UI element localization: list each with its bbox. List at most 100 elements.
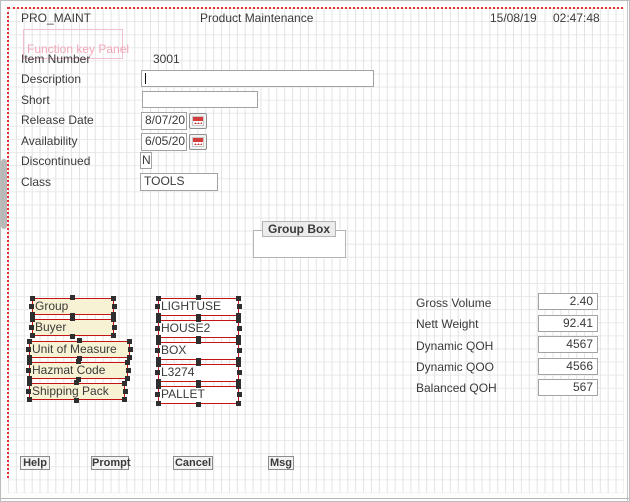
selection-handle[interactable] (75, 359, 81, 364)
description-input[interactable] (141, 70, 374, 87)
selection-handle[interactable] (156, 379, 161, 384)
selection-handle[interactable] (30, 333, 35, 338)
selection-handle[interactable] (236, 401, 241, 406)
selection-handle[interactable] (236, 313, 241, 318)
selection-handle[interactable] (195, 317, 201, 322)
selection-handle[interactable] (27, 376, 32, 381)
selection-handle[interactable] (76, 356, 82, 361)
selection-handle[interactable] (74, 380, 79, 385)
selection-handle[interactable] (30, 317, 35, 322)
selection-handle[interactable] (195, 380, 201, 385)
selection-handle[interactable] (237, 392, 242, 397)
selection-handle[interactable] (195, 339, 201, 344)
selection-handle[interactable] (237, 326, 242, 331)
selection-handle[interactable] (127, 355, 132, 360)
selection-handle[interactable] (195, 383, 201, 388)
selection-handle[interactable] (155, 392, 160, 397)
selection-handle[interactable] (70, 313, 75, 318)
selection-handle[interactable] (236, 335, 241, 340)
function-key-panel[interactable] (23, 29, 123, 59)
help-button[interactable]: Help (20, 456, 50, 470)
selection-handle[interactable] (236, 384, 241, 389)
selection-handle[interactable] (236, 362, 241, 367)
selection-handle[interactable] (70, 295, 75, 300)
selection-handle[interactable] (70, 316, 75, 321)
selected-field-house2[interactable]: HOUSE2 (155, 317, 242, 341)
selection-handle[interactable] (70, 334, 75, 339)
selection-handle[interactable] (236, 357, 241, 362)
availability-calendar-button[interactable] (189, 134, 207, 150)
selection-handle[interactable] (125, 360, 130, 365)
selection-handle[interactable] (156, 357, 161, 362)
selection-handle[interactable] (27, 339, 32, 344)
release-date-input[interactable]: 8/07/20 (141, 112, 187, 130)
release-date-calendar-button[interactable] (189, 113, 207, 129)
selection-handle[interactable] (30, 296, 35, 301)
short-input[interactable] (142, 91, 258, 108)
selection-handle[interactable] (27, 397, 32, 402)
selection-handle[interactable] (27, 360, 32, 365)
selection-handle[interactable] (195, 336, 201, 341)
selection-handle[interactable] (195, 295, 201, 300)
selection-handle[interactable] (111, 312, 116, 317)
selection-handle[interactable] (26, 388, 31, 394)
selection-handle[interactable] (156, 362, 161, 367)
selection-handle[interactable] (156, 401, 161, 406)
selection-handle[interactable] (156, 335, 161, 340)
selection-handle[interactable] (155, 370, 160, 375)
left-scrollbar-thumb[interactable] (1, 159, 7, 229)
balanced-qoh-input[interactable]: 567 (538, 379, 598, 396)
selected-label-shipping-pack[interactable]: Shipping Pack (26, 380, 128, 403)
selection-handle[interactable] (195, 402, 201, 407)
selection-handle[interactable] (123, 388, 128, 394)
availability-input[interactable]: 6/05/20 (141, 133, 187, 151)
selected-field-lightuse[interactable]: LIGHTUSE (155, 295, 242, 319)
selection-handle[interactable] (128, 346, 133, 352)
discontinued-input[interactable]: N (140, 152, 152, 169)
selection-handle[interactable] (122, 397, 127, 402)
dynamic-qoo-input[interactable]: 4566 (538, 358, 598, 375)
selected-field-box[interactable]: BOX (155, 339, 242, 363)
selection-handle[interactable] (156, 318, 161, 323)
prompt-button[interactable]: Prompt (91, 456, 131, 470)
selection-handle[interactable] (195, 361, 201, 366)
nett-weight-input[interactable]: 92.41 (538, 315, 598, 332)
selection-handle[interactable] (30, 312, 35, 317)
selection-handle[interactable] (26, 367, 31, 373)
selection-handle[interactable] (237, 304, 242, 309)
selection-handle[interactable] (156, 296, 161, 301)
selection-handle[interactable] (236, 379, 241, 384)
selection-handle[interactable] (29, 303, 34, 309)
selection-handle[interactable] (122, 381, 127, 386)
selection-handle[interactable] (29, 324, 34, 330)
selection-handle[interactable] (111, 317, 116, 322)
selection-handle[interactable] (155, 326, 160, 331)
selection-handle[interactable] (126, 367, 131, 373)
selection-handle[interactable] (156, 340, 161, 345)
selection-handle[interactable] (236, 318, 241, 323)
selection-handle[interactable] (75, 377, 81, 382)
class-input[interactable]: TOOLS (140, 173, 218, 191)
selection-handle[interactable] (111, 333, 116, 338)
selection-handle[interactable] (236, 296, 241, 301)
selected-label-unit-of-measure[interactable]: Unit of Measure (26, 338, 133, 361)
selected-label-group[interactable]: Group (29, 295, 117, 318)
selection-handle[interactable] (155, 304, 160, 309)
selection-handle[interactable] (76, 338, 82, 343)
selection-handle[interactable] (27, 381, 32, 386)
selection-handle[interactable] (195, 314, 201, 319)
selected-field-pallet[interactable]: PALLET (155, 383, 242, 407)
selection-handle[interactable] (125, 376, 130, 381)
selection-handle[interactable] (127, 339, 132, 344)
selection-handle[interactable] (112, 303, 117, 309)
msg-button[interactable]: Msg (268, 456, 294, 470)
selection-handle[interactable] (27, 355, 32, 360)
selection-handle[interactable] (74, 398, 79, 403)
selected-label-buyer[interactable]: Buyer (29, 316, 117, 339)
selection-handle[interactable] (195, 358, 201, 363)
cancel-button[interactable]: Cancel (173, 456, 213, 470)
selection-handle[interactable] (156, 384, 161, 389)
selection-handle[interactable] (111, 296, 116, 301)
selection-handle[interactable] (155, 348, 160, 353)
dynamic-qoh-input[interactable]: 4567 (538, 336, 598, 353)
